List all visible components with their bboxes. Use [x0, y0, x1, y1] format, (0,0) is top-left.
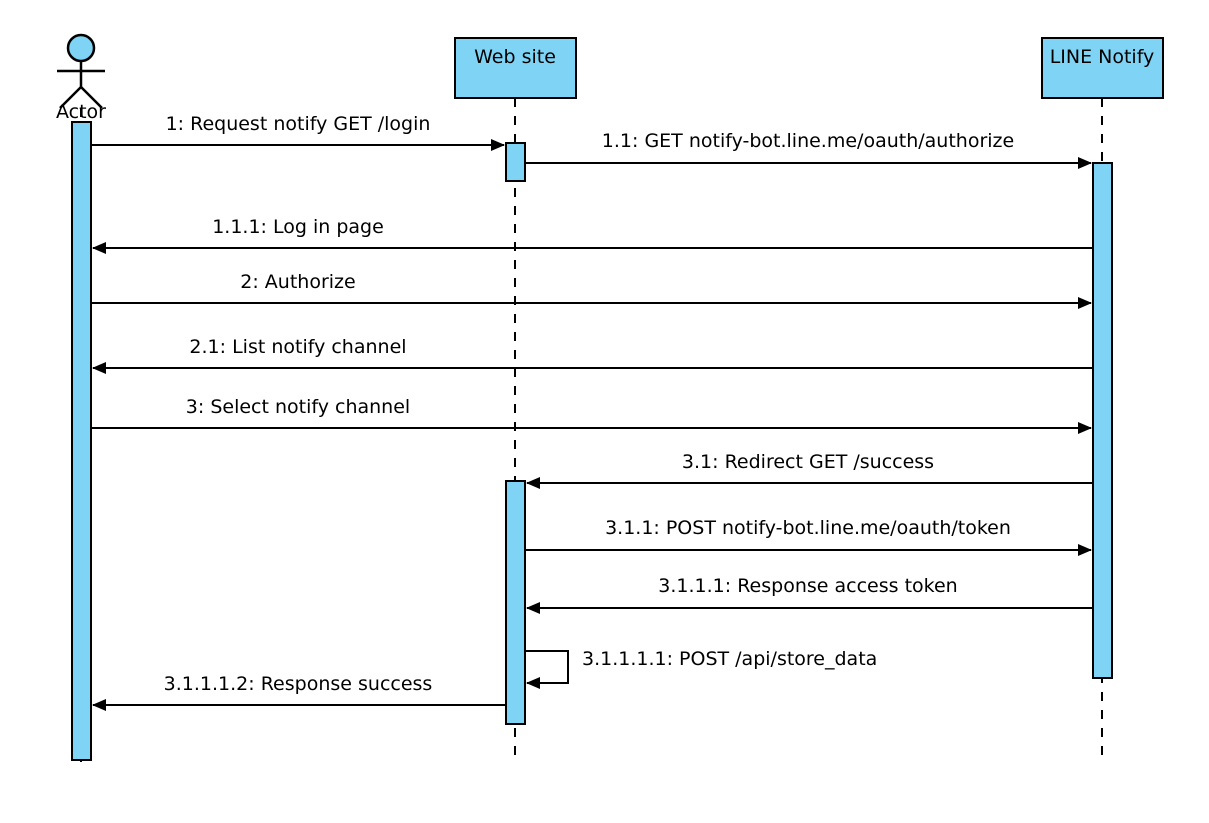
actor-head-icon [66, 33, 96, 63]
message-label-3-1-1-1: 3.1.1.1: Response access token [658, 575, 957, 597]
actor-figure[interactable]: Actor [56, 33, 106, 123]
message-1-1-1[interactable]: 1.1.1: Log in page [92, 216, 1093, 254]
participant-box-website[interactable] [454, 37, 577, 99]
message-label-3: 3: Select notify channel [186, 396, 410, 418]
message-label-1-1-1: 1.1.1: Log in page [212, 216, 384, 238]
actor-label: Actor [56, 101, 106, 123]
activation-bar-actor[interactable] [71, 121, 92, 761]
activation-bars-group [71, 121, 1113, 761]
message-label-2-1: 2.1: List notify channel [189, 336, 406, 358]
message-1-1[interactable]: 1.1: GET notify-bot.line.me/oauth/author… [525, 130, 1092, 169]
participant-linenotify[interactable]: LINE Notify [1041, 37, 1164, 99]
actor-leg-left-icon [59, 86, 82, 109]
message-3-1-1[interactable]: 3.1.1: POST notify-bot.line.me/oauth/tok… [525, 517, 1092, 556]
participant-website[interactable]: Web site [454, 37, 577, 99]
message-label-3-1-1-1-1: 3.1.1.1.1: POST /api/store_data [582, 648, 877, 670]
message-label-1: 1: Request notify GET /login [166, 113, 431, 135]
message-label-3-1-1-1-2: 3.1.1.1.2: Response success [164, 673, 433, 695]
message-label-2: 2: Authorize [240, 271, 355, 293]
message-3-1-1-1[interactable]: 3.1.1.1: Response access token [526, 575, 1093, 614]
message-3[interactable]: 3: Select notify channel [91, 396, 1092, 434]
message-3-1[interactable]: 3.1: Redirect GET /success [526, 451, 1093, 489]
participant-label-linenotify: LINE Notify [1050, 46, 1155, 68]
message-3-1-1-1-2[interactable]: 3.1.1.1.2: Response success [92, 673, 506, 711]
activation-bar-website-2[interactable] [505, 480, 526, 725]
participant-label-website: Web site [474, 46, 556, 68]
participant-box-linenotify[interactable] [1041, 37, 1164, 99]
message-arrow-self-store-data[interactable] [525, 650, 569, 689]
activation-bar-linenotify[interactable] [1092, 162, 1113, 679]
message-1[interactable]: 1: Request notify GET /login [91, 113, 505, 151]
activation-bar-website-1[interactable] [505, 142, 526, 182]
message-label-3-1: 3.1: Redirect GET /success [682, 451, 934, 473]
message-3-1-1-1-1[interactable]: 3.1.1.1.1: POST /api/store_data [525, 648, 877, 689]
actor-leg-right-icon [80, 86, 103, 109]
message-label-1-1: 1.1: GET notify-bot.line.me/oauth/author… [602, 130, 1014, 152]
message-2[interactable]: 2: Authorize [91, 271, 1092, 309]
message-label-3-1-1: 3.1.1: POST notify-bot.line.me/oauth/tok… [605, 517, 1011, 539]
message-2-1[interactable]: 2.1: List notify channel [92, 336, 1093, 374]
